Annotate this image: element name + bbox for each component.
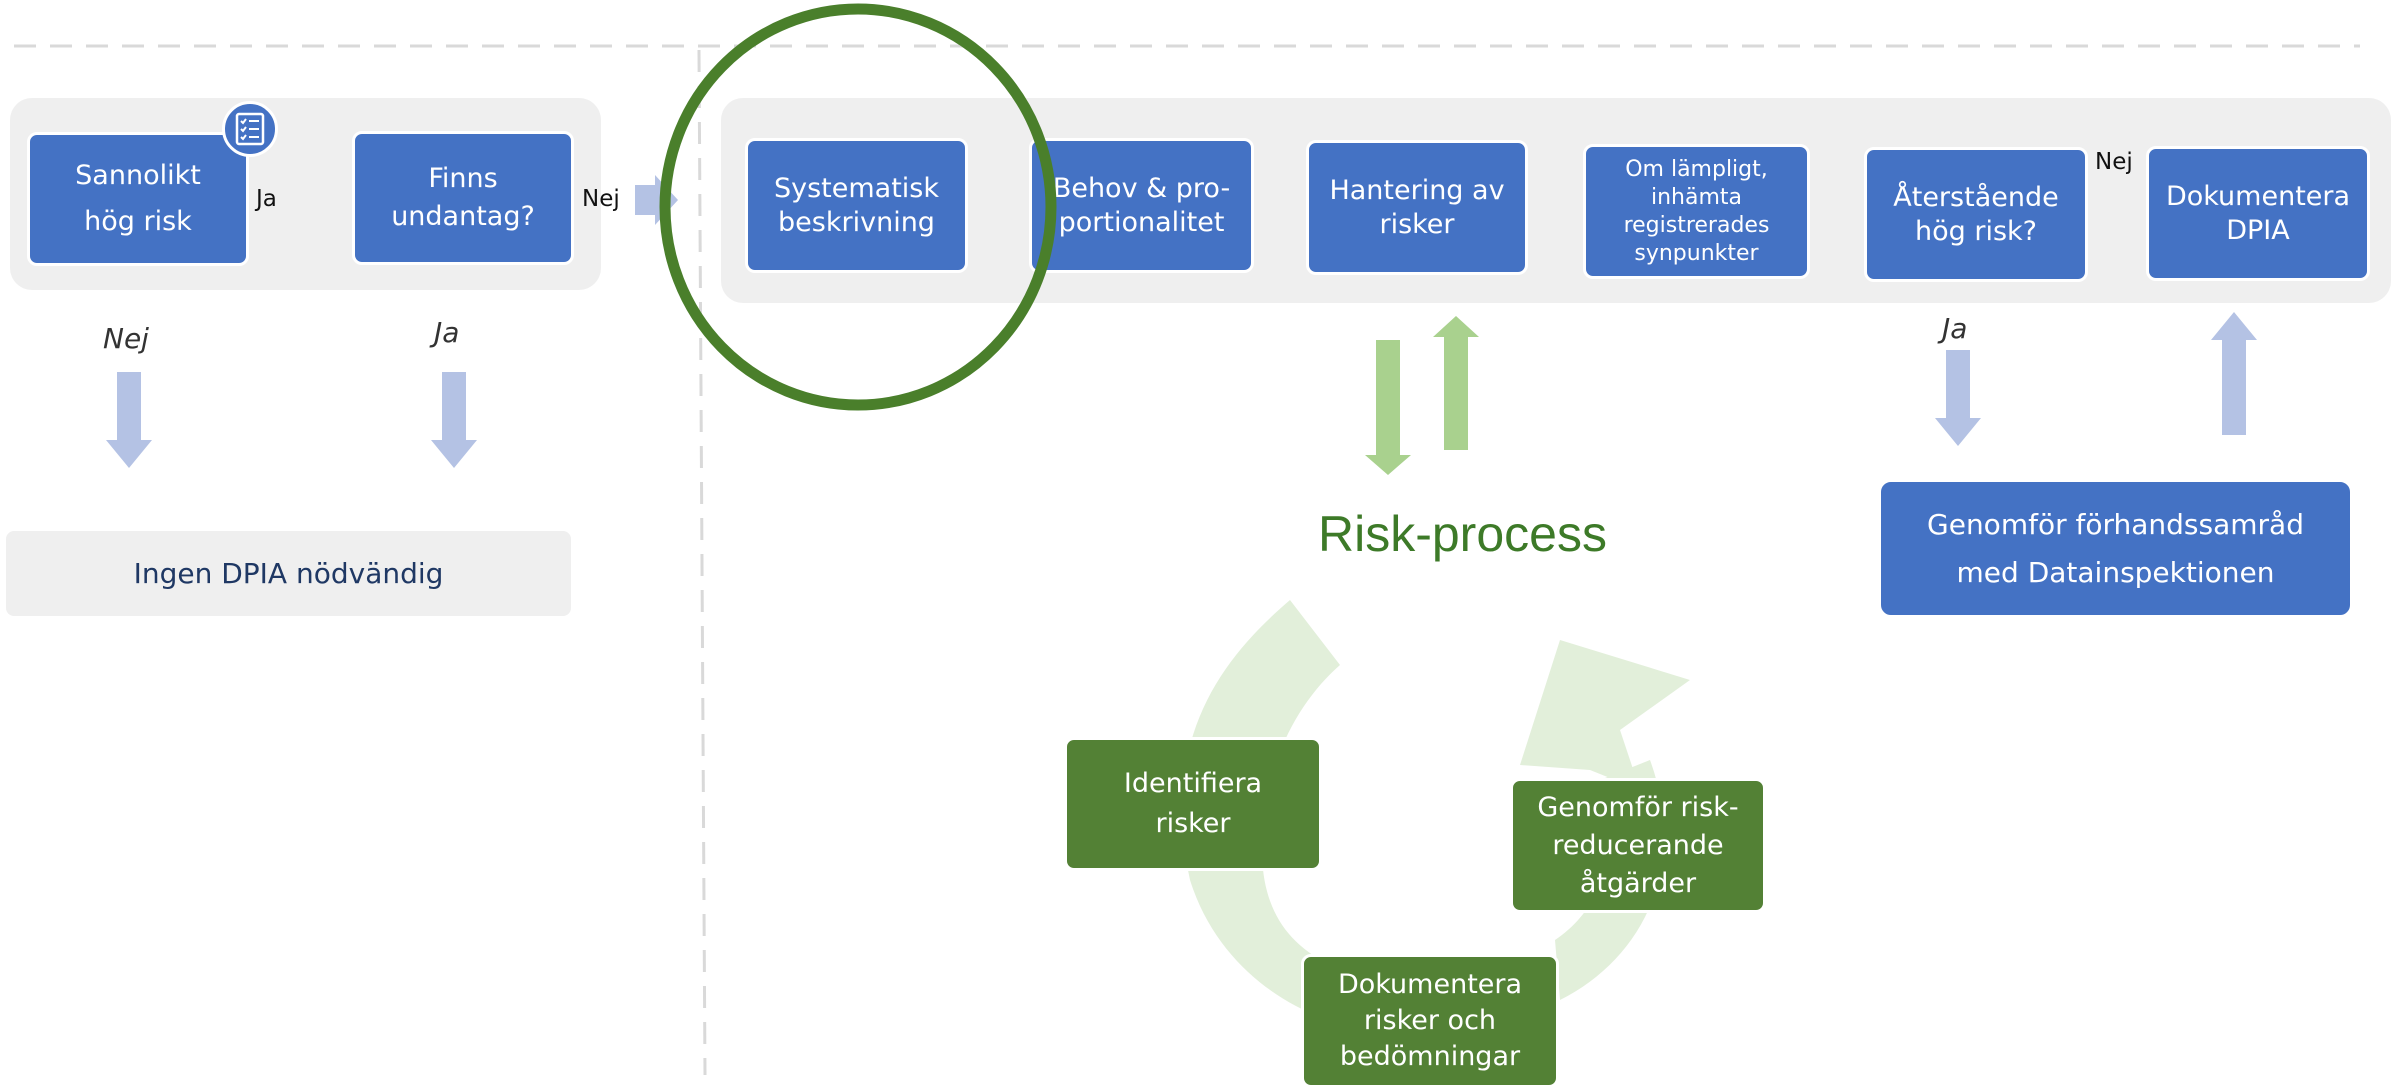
arrow-down-nej — [106, 372, 152, 468]
box-high-risk[interactable]: Sannolikt hög risk — [27, 132, 249, 266]
checklist-icon — [222, 101, 278, 157]
label-nej-2: Nej — [2095, 149, 2133, 175]
cycle-arrowhead — [1520, 640, 1690, 790]
step-risk-management[interactable]: Hantering av risker — [1306, 140, 1528, 275]
branch-no-label: Nej — [103, 322, 149, 355]
risk-step-mitigate[interactable]: Genomför risk- reducerande åtgärder — [1510, 778, 1766, 913]
risk-step-identify[interactable]: Identifiera risker — [1064, 737, 1322, 871]
vertical-dashed-divider — [697, 49, 707, 1076]
remaining-risk-yes-label: Ja — [1942, 312, 1968, 345]
step-document-dpia[interactable]: Dokumentera DPIA — [2146, 146, 2370, 281]
arrow-right-nej — [635, 175, 678, 225]
dpia-flow-panel — [721, 98, 2391, 303]
step-remaining-high-risk[interactable]: Återstående hög risk? — [1864, 147, 2088, 282]
label-ja: Ja — [256, 186, 277, 212]
arrow-down-consult — [1935, 350, 1981, 446]
outcome-no-dpia: Ingen DPIA nödvändig — [6, 531, 571, 616]
arrow-down-risk — [1365, 340, 1411, 475]
risk-step-document[interactable]: Dokumentera risker och bedömningar — [1301, 954, 1559, 1088]
step-data-subject-views[interactable]: Om lämpligt, inhämta registrerades synpu… — [1583, 144, 1810, 279]
branch-yes-label: Ja — [434, 316, 460, 349]
prior-consultation-box[interactable]: Genomför förhandssamråd med Datainspekti… — [1881, 482, 2350, 615]
box-exemption[interactable]: Finns undantag? — [352, 131, 574, 265]
step-systematic-description[interactable]: Systematisk beskrivning — [745, 138, 968, 273]
label-nej: Nej — [582, 186, 620, 212]
arrow-down-ja — [431, 372, 477, 468]
arrow-up-consult — [2211, 312, 2257, 435]
arrow-up-risk — [1433, 316, 1479, 450]
risk-process-title: Risk-process — [1318, 506, 1607, 562]
step-necessity-proportionality[interactable]: Behov & pro- portionalitet — [1029, 138, 1254, 273]
